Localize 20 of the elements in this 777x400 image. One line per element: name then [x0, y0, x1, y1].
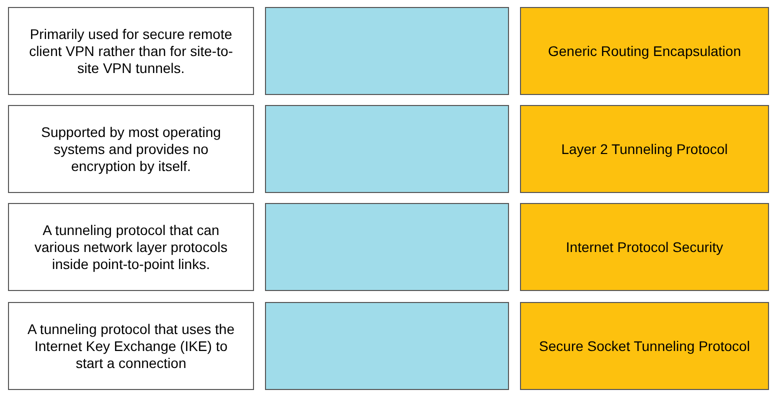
description-text: Primarily used for secure remote client VPN rather than for site-to-site VPN tunnels.: [28, 26, 234, 76]
answer-text: Internet Protocol Security: [566, 238, 724, 256]
drop-target-box: [265, 7, 509, 95]
description-card: [8, 203, 254, 291]
description-text: Supported by most operating systems and provides no encryption by itself.: [40, 124, 222, 174]
answer-text: Generic Routing Encapsulation: [548, 42, 741, 60]
answer-card: [520, 7, 769, 95]
answer-text: Layer 2 Tunneling Protocol: [561, 140, 728, 158]
answer-card: [520, 302, 769, 390]
answer-card: [520, 203, 769, 291]
description-card: [8, 302, 254, 390]
description-text: A tunneling protocol that can various network layer protocols inside point-to-point links.: [34, 222, 228, 272]
drop-target-box: [265, 105, 509, 193]
answer-text: Secure Socket Tunneling Protocol: [539, 338, 750, 354]
answer-card: [520, 105, 769, 193]
drop-target-box: [265, 203, 509, 291]
description-card: [8, 105, 254, 193]
description-card: [8, 7, 254, 95]
drop-target-box: [265, 302, 509, 390]
description-text: A tunneling protocol that uses the Internet Key Exchange (IKE) to start a connection: [27, 320, 235, 372]
